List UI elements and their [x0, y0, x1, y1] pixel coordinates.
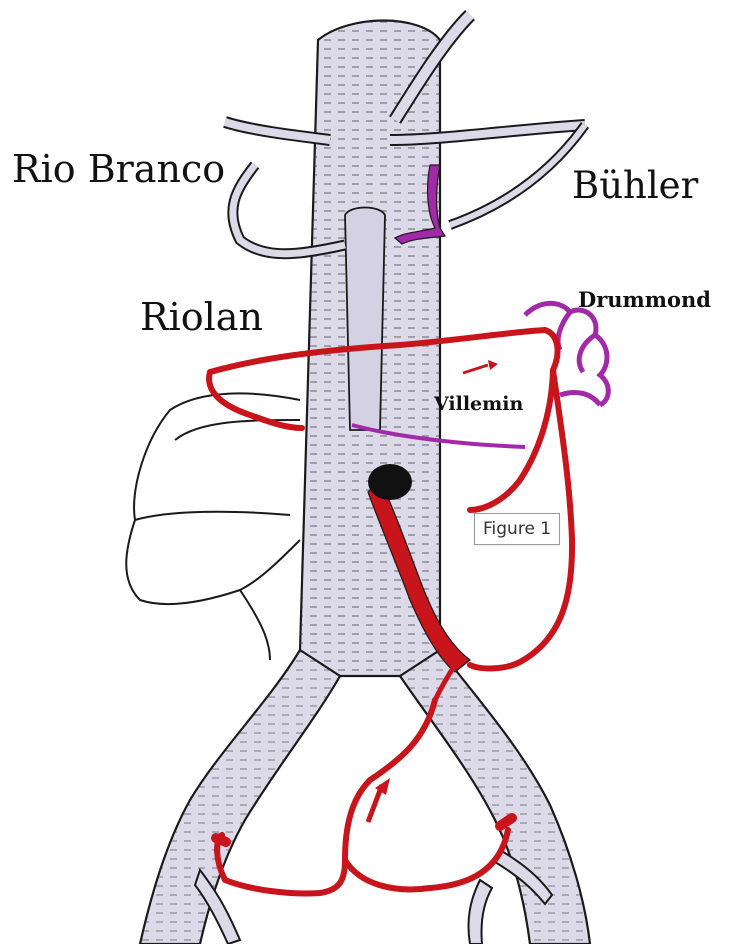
label-buhler: Bühler	[572, 164, 699, 207]
left-iliac	[400, 650, 590, 944]
iliac-branches	[195, 850, 552, 944]
label-rio-branco: Rio Branco	[12, 147, 225, 191]
flow-arrow-upper	[463, 360, 498, 373]
flow-arrow-lower	[368, 778, 390, 822]
label-riolan: Riolan	[140, 295, 263, 339]
label-villemin: Villemin	[433, 393, 523, 415]
figure-tooltip: Figure 1	[474, 513, 560, 545]
sma-arcades	[126, 393, 300, 660]
drummond-marginal	[525, 303, 608, 405]
label-drummond: Drummond	[578, 287, 711, 312]
right-iliac	[140, 650, 340, 944]
aortic-occlusion	[368, 464, 412, 500]
